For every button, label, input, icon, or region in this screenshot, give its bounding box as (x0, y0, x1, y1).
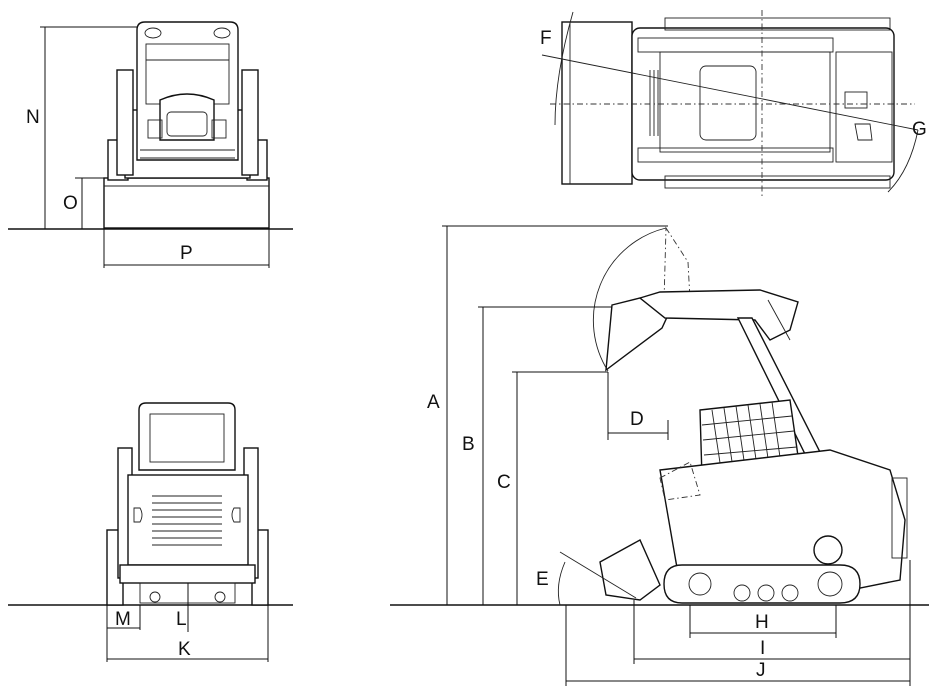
label-f: F (540, 28, 552, 49)
dimension-labels: N O P M L K F G A B C D E H I J (26, 28, 927, 681)
label-m: M (115, 609, 131, 630)
top-view (541, 10, 919, 198)
front-view (8, 21, 293, 268)
label-k: K (178, 639, 191, 660)
label-b: B (462, 434, 475, 455)
label-e: E (536, 569, 549, 590)
label-c: C (497, 472, 511, 493)
label-a: A (427, 392, 440, 413)
rear-view (8, 402, 293, 662)
label-l: L (176, 609, 187, 630)
label-d: D (630, 409, 644, 430)
track-rollers (688, 571, 843, 602)
label-j: J (756, 660, 766, 681)
label-g: G (912, 119, 927, 140)
label-i: I (760, 638, 765, 659)
label-h: H (755, 612, 769, 633)
rear-grille (152, 495, 222, 546)
label-p: P (180, 243, 193, 264)
side-view (390, 225, 929, 686)
top-grille (649, 70, 659, 136)
label-o: O (63, 193, 78, 214)
label-n: N (26, 107, 40, 128)
